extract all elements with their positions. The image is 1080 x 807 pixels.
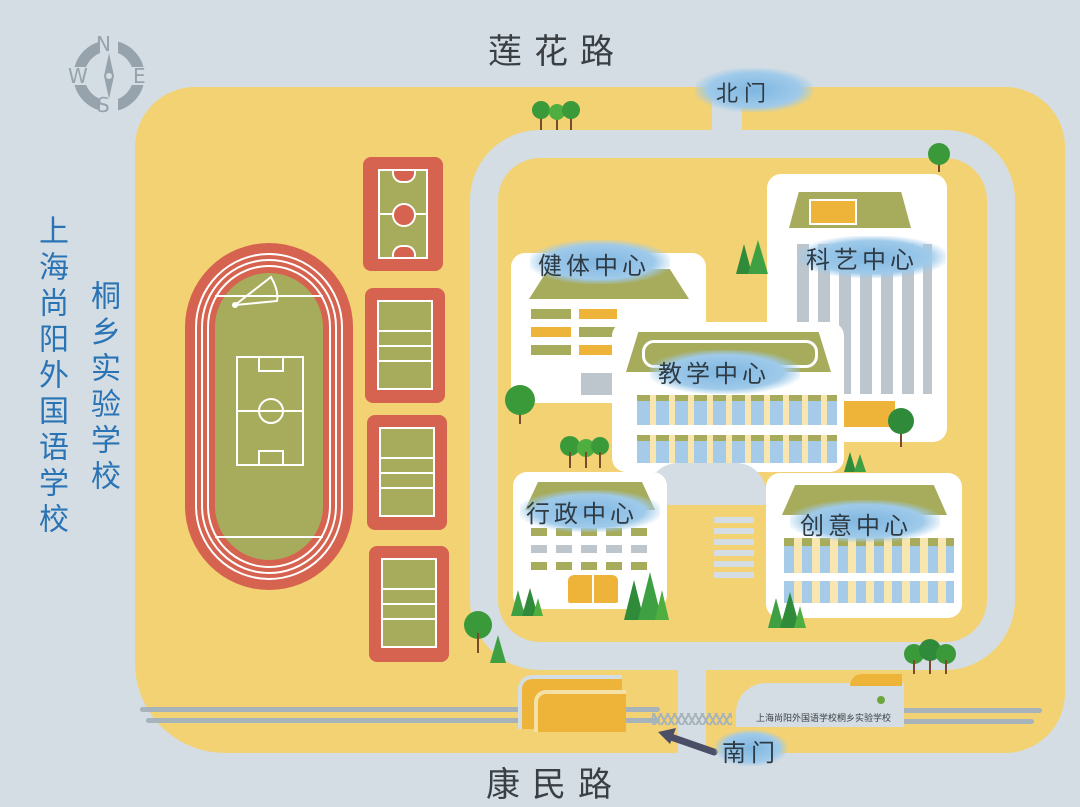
pine-trees-icon xyxy=(736,240,768,274)
road-label-south: 康民路 xyxy=(486,765,624,805)
school-name-line2: 桐乡实验学校 xyxy=(85,280,120,496)
pine-trees-icon xyxy=(844,452,866,472)
running-track[interactable] xyxy=(185,243,353,590)
building-label-teaching[interactable]: 教学中心 xyxy=(658,360,770,388)
track-field xyxy=(215,273,323,560)
building-label-science-art[interactable]: 科艺中心 xyxy=(806,246,918,274)
fence-line xyxy=(902,708,1042,713)
tree-icon xyxy=(505,385,535,424)
windows-row xyxy=(784,581,954,603)
sliding-gate xyxy=(652,713,732,725)
football-pitch xyxy=(236,356,304,466)
compass-south-label: S xyxy=(97,93,110,117)
throwing-sector-icon xyxy=(231,275,279,308)
compass-west-label: W xyxy=(68,64,88,88)
label-blob xyxy=(530,240,670,284)
road-label-north: 莲花路 xyxy=(488,32,626,72)
compass-north-label: N xyxy=(96,32,111,56)
building-teaching[interactable] xyxy=(612,322,844,472)
label-blob xyxy=(715,730,787,766)
south-gate-label[interactable]: 南门 xyxy=(722,739,780,767)
pine-trees-icon xyxy=(624,572,669,620)
fence-line xyxy=(146,718,660,723)
pine-trees-icon xyxy=(768,592,806,628)
arrow-icon xyxy=(658,728,718,756)
south-sign-text: 上海尚阳外国语学校桐乡实验学校 xyxy=(756,714,892,724)
south-sign-wall xyxy=(736,683,904,727)
tree-cluster-icon xyxy=(904,639,956,674)
tree-icon xyxy=(888,408,914,447)
tree-cluster-icon xyxy=(464,611,506,663)
compass-icon xyxy=(66,33,152,119)
entrance-stairs xyxy=(714,512,754,578)
label-blob xyxy=(650,350,800,394)
building-label-creative[interactable]: 创意中心 xyxy=(800,512,912,540)
north-gate-blob xyxy=(695,68,813,112)
building-label-fitness[interactable]: 健体中心 xyxy=(538,252,650,280)
football-court[interactable] xyxy=(363,157,443,271)
label-blob xyxy=(798,236,946,278)
compass-east-label: E xyxy=(133,64,146,88)
tree-cluster-icon xyxy=(532,101,580,130)
fence-line xyxy=(140,707,660,712)
pine-trees-icon xyxy=(511,588,543,616)
fence-line xyxy=(902,719,1034,724)
tree-icon xyxy=(928,143,950,172)
basketball-court[interactable] xyxy=(367,415,447,530)
guard-house-roof xyxy=(534,690,626,732)
tree-cluster-icon xyxy=(560,436,609,468)
label-blob xyxy=(790,500,940,542)
door-icon xyxy=(568,575,592,603)
sign-roof xyxy=(850,674,902,686)
school-name-line1: 上海尚阳外国语学校 xyxy=(33,215,68,539)
label-blob xyxy=(520,490,660,532)
basketball-court[interactable] xyxy=(365,288,445,403)
building-label-admin[interactable]: 行政中心 xyxy=(526,500,638,528)
basketball-court[interactable] xyxy=(369,546,449,662)
school-logo-icon xyxy=(877,696,885,704)
north-gate-label[interactable]: 北门 xyxy=(716,82,773,107)
